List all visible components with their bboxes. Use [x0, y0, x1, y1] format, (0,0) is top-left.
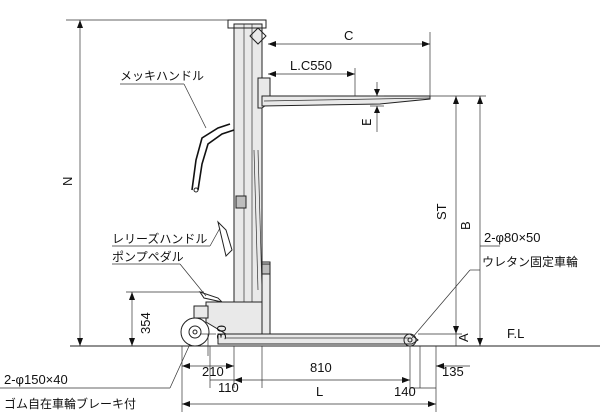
plated-handle [191, 123, 235, 193]
mast [227, 19, 267, 303]
release-handle-part [217, 220, 233, 257]
pump-pedal-label: ポンプペダル [112, 249, 184, 264]
front-wheels-label: 2-φ150×40 [4, 372, 68, 387]
dim-c-label: C [344, 28, 353, 43]
dimension-b [462, 95, 486, 346]
top-pulley [249, 27, 267, 45]
front-wheels-desc: ゴム自在車輪ブレーキ付 [4, 396, 136, 411]
dim-140-label: 140 [394, 384, 416, 399]
leader-lines [0, 83, 500, 389]
rear-wheels-desc: ウレタン固定車輪 [482, 254, 578, 269]
rear-wheels-label: 2-φ80×50 [484, 230, 541, 245]
dim-l-label: L [316, 384, 323, 399]
dim-210-label: 210 [202, 364, 224, 379]
dimension-c [268, 32, 431, 96]
dimension-30 [200, 333, 216, 356]
fork-carriage [257, 77, 431, 109]
dim-e-label: E [360, 118, 374, 126]
release-handle-label: レリーズハンドル [112, 231, 207, 246]
dim-st-label: ST [434, 203, 449, 220]
dim-lc-label: L.C550 [290, 58, 332, 73]
dim-n-label: N [60, 177, 75, 186]
dimension-st [430, 95, 462, 334]
base-frame [217, 333, 419, 345]
dimension-lc550 [268, 68, 356, 96]
dim-135-label: 135 [442, 364, 464, 379]
dim-110-label: 110 [218, 380, 239, 395]
plated-handle-label: メッキハンドル [120, 69, 204, 83]
dim-30-label: 30 [215, 325, 229, 340]
dim-354-label: 354 [138, 312, 153, 334]
dimension-e [370, 82, 384, 132]
dimension-lines-bottom [181, 346, 470, 412]
front-caster [180, 305, 210, 347]
floor-line-label: F.L [507, 326, 524, 341]
dim-b-label: B [458, 221, 473, 230]
dim-a-label: A [456, 333, 471, 342]
dim-810-label: 810 [310, 360, 332, 375]
dimension-354 [126, 291, 204, 346]
dimension-n [66, 19, 228, 346]
dimension-a [418, 333, 462, 346]
